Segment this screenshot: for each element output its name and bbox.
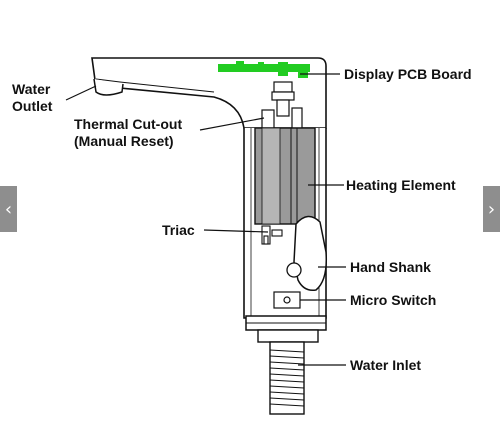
water-inlet-pipe bbox=[269, 341, 305, 415]
inlet-threads bbox=[269, 349, 305, 407]
label-thermal-cutout: Thermal Cut-out (Manual Reset) bbox=[74, 116, 183, 149]
base-nut bbox=[257, 329, 319, 343]
leader-lines bbox=[65, 73, 346, 366]
hand-shank-pivot bbox=[286, 262, 302, 278]
label-water-outlet: Water Outlet bbox=[12, 81, 53, 114]
label-hand-shank: Hand Shank bbox=[350, 259, 431, 275]
label-micro-switch: Micro Switch bbox=[350, 292, 437, 308]
next-arrow-icon[interactable]: › bbox=[483, 186, 500, 232]
triac bbox=[261, 225, 283, 245]
label-triac: Triac bbox=[162, 222, 195, 238]
label-water-inlet: Water Inlet bbox=[350, 357, 422, 373]
display-pcb-board bbox=[218, 61, 310, 78]
prev-arrow-icon[interactable]: ‹ bbox=[0, 186, 17, 232]
label-display-pcb-board: Display PCB Board bbox=[344, 66, 472, 82]
water-outlet-nozzle bbox=[93, 78, 124, 96]
micro-switch bbox=[273, 291, 301, 309]
label-heating-element: Heating Element bbox=[346, 177, 456, 193]
spout-inner-line bbox=[95, 78, 215, 93]
hand-shank bbox=[293, 215, 328, 292]
top-connector bbox=[271, 81, 295, 117]
